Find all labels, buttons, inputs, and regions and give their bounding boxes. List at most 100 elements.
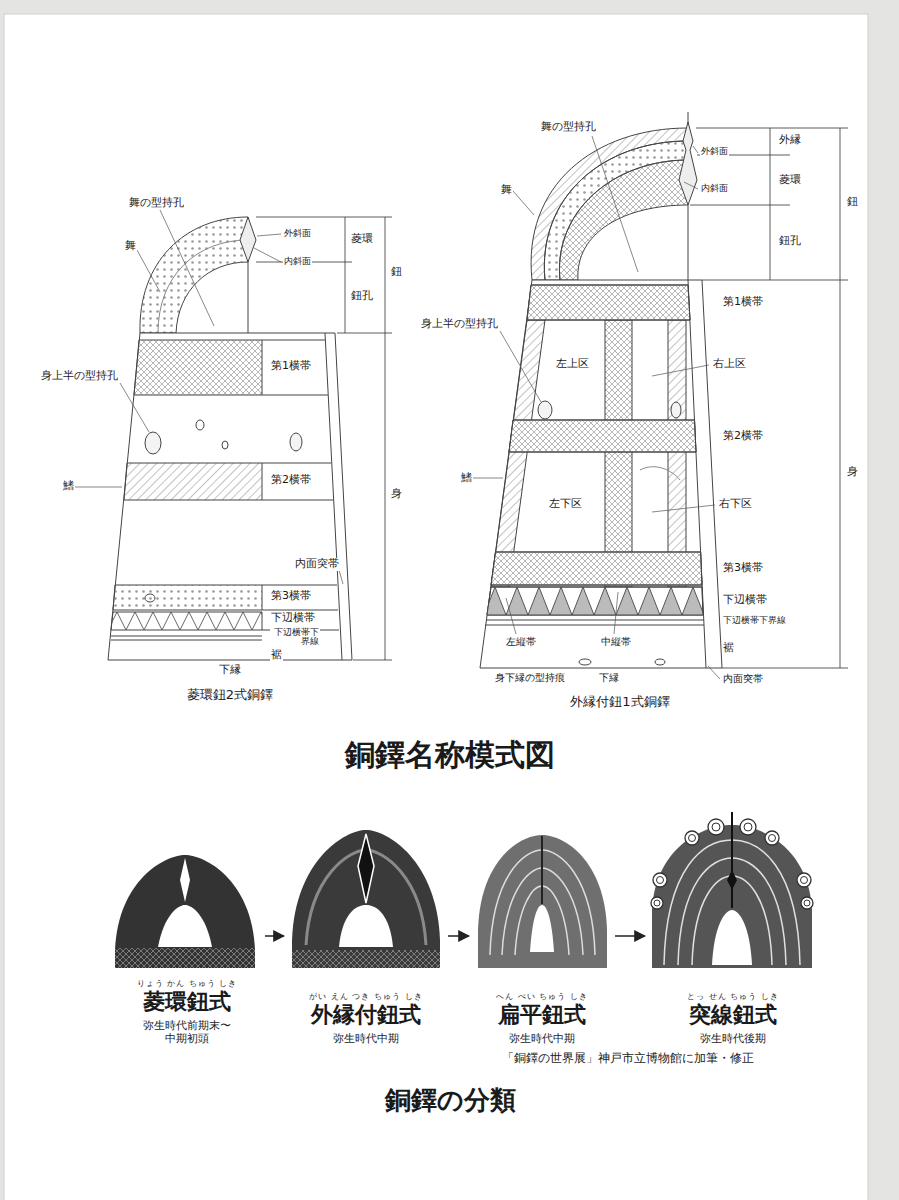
part-label: 身下縁の型持痕 (494, 672, 566, 684)
part-label: 鈕孔 (350, 290, 374, 303)
bell-drawing (486, 620, 704, 621)
part-label: 身 (846, 466, 859, 479)
knob-rubbing (685, 831, 699, 845)
bell-drawing (688, 205, 689, 280)
part-label: 第1横帯 (722, 296, 764, 309)
type-name: 突線鈕式 (689, 1002, 777, 1028)
knob-rubbing (654, 823, 810, 906)
part-label: 外縁付鈕1式銅鐸 (569, 695, 670, 710)
part-label: 身上半の型持孔 (40, 370, 119, 383)
period-text: 弥生時代後期 (700, 1032, 766, 1045)
leader-line (339, 570, 343, 584)
bell-drawing (158, 240, 248, 333)
knob-rubbing (651, 897, 663, 909)
source-note: 「銅鐸の世界展」神戸市立博物館に加筆・修正 (502, 1052, 754, 1066)
bell-drawing (262, 500, 333, 501)
part-label: 下縁 (218, 664, 242, 677)
bell-drawing (509, 420, 696, 452)
knob-rubbing (740, 819, 756, 835)
leader-line (652, 365, 709, 376)
leader-line (592, 136, 638, 272)
leader-line (75, 210, 343, 584)
dimension-line (722, 668, 848, 669)
bell-drawing (509, 420, 696, 452)
knob-rubbing (797, 873, 811, 887)
dimension-line (702, 280, 848, 281)
bell-drawing (108, 333, 352, 660)
part-label: 第3横帯 (722, 562, 764, 575)
leader-line (120, 383, 149, 432)
bell-drawing (491, 552, 702, 585)
part-label: 舞 (124, 240, 137, 253)
knob-rubbing (115, 948, 255, 968)
type-item: がい えん つき ちゅう しき外縁付鈕式弥生時代中期 (287, 815, 445, 1047)
bell-drawing (111, 612, 262, 630)
section-heading: 銅鐸の分類 (384, 1086, 517, 1116)
bell-drawing (527, 285, 690, 320)
bell-drawing (491, 320, 545, 587)
period-text: 弥生時代中期 (509, 1032, 575, 1045)
part-label: 身 (390, 488, 403, 501)
part-label: 中縦帯 (600, 636, 632, 648)
bell-drawing (108, 217, 352, 660)
part-label: 内斜面 (283, 256, 312, 266)
dimension-line (256, 217, 392, 660)
leader-line (506, 598, 516, 634)
type-name: 外縁付鈕式 (311, 1002, 421, 1028)
bell-drawing (579, 659, 591, 665)
knob-rubbing (678, 858, 786, 965)
part-label: 内面突帯 (294, 558, 340, 571)
type-arrow (265, 935, 284, 937)
bell-drawing (134, 340, 262, 395)
bell-drawing (487, 587, 703, 615)
dimension-line (353, 660, 392, 661)
knob-rubbing (731, 812, 733, 908)
bell-drawing (325, 333, 342, 660)
knob-rubbing (801, 877, 808, 884)
knob-rubbing (744, 823, 752, 831)
knob-rubbing (478, 835, 607, 968)
knob-rubbing (158, 905, 212, 947)
type-item: とっ せん ちゅう しき突線鈕式弥生時代後期 (648, 815, 818, 1047)
knob-rubbing (651, 812, 813, 968)
knob-rubbing (712, 910, 752, 965)
dimension-line (770, 128, 771, 280)
bell-drawing (140, 217, 248, 333)
dimension-line (345, 217, 346, 333)
part-label: 外縁 (778, 134, 802, 147)
part-label: 第1横帯 (270, 360, 312, 373)
type-name: 扁平鈕式 (498, 1002, 586, 1028)
bell-drawing (196, 420, 204, 430)
part-label: 左縦帯 (505, 636, 537, 648)
type-arrow (448, 935, 469, 937)
knob-rubbing (651, 819, 813, 909)
bell-drawing (491, 552, 702, 585)
knob-rubbing (115, 855, 255, 968)
bell-drawing (480, 280, 722, 668)
type-item: りょう かん ちゅう しき菱環鈕式弥生時代前期末〜 中期初頭 (112, 815, 262, 1047)
knob-rubbing (654, 900, 660, 906)
leader-line (160, 210, 214, 326)
bell-drawing (262, 340, 325, 341)
part-label: 菱環 (350, 233, 374, 246)
period-text: 弥生時代中期 (333, 1032, 399, 1045)
part-label: 菱環鈕2式銅鐸 (186, 688, 274, 703)
part-label: 菱環 (778, 174, 802, 187)
leader-line (472, 478, 503, 479)
part-label: 鈕 (390, 266, 403, 279)
dimension-line (256, 217, 392, 218)
part-label: 鈕 (846, 196, 859, 209)
knob-rubbing (478, 835, 607, 968)
dimension-line (385, 217, 386, 660)
reading-ruby: がい えん つき ちゅう しき (309, 992, 422, 1002)
part-label: 下辺横帯 (722, 594, 768, 607)
leader-line (500, 331, 541, 402)
leader-line (684, 182, 698, 189)
part-label: 裾 (270, 649, 283, 662)
knob-rubbing (292, 830, 440, 968)
bell-drawing (485, 625, 704, 626)
bell-drawing (262, 463, 331, 464)
knob-rubbing (292, 950, 440, 968)
knob-rubbing (541, 836, 543, 904)
